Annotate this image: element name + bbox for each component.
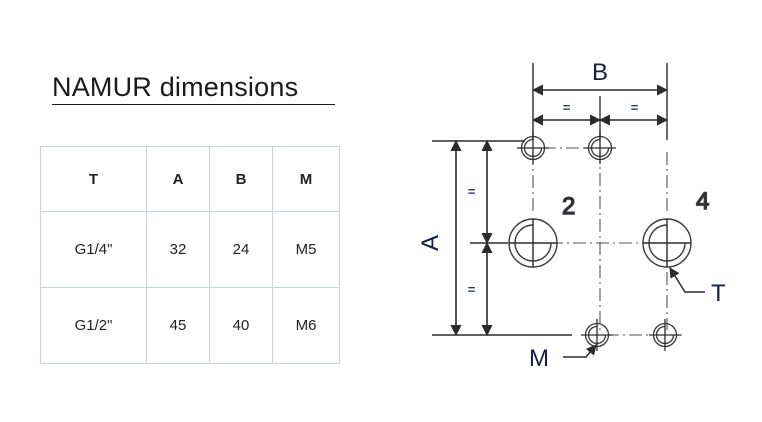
cell-dim-m: M6 bbox=[272, 287, 340, 364]
table-row: G1/2" 45 40 M6 bbox=[40, 287, 340, 364]
dimension-a-halves: = = bbox=[468, 139, 493, 337]
port-2-label: 2 bbox=[562, 193, 575, 220]
leader-line-t bbox=[669, 267, 705, 293]
port-thread-arc bbox=[514, 224, 552, 262]
equal-mark-side-lower: = bbox=[468, 282, 476, 297]
mounting-hole-bottom-left bbox=[581, 319, 613, 351]
dimension-b-label: B bbox=[592, 59, 608, 86]
leader-line-m bbox=[563, 344, 597, 358]
info-panel: NAMUR dimensions T A B M G1/4" 32 24 M5 … bbox=[40, 72, 340, 364]
working-port-2: 2 bbox=[508, 192, 576, 268]
column-header-m: M bbox=[272, 146, 340, 212]
mounting-hole-bottom-right bbox=[649, 319, 681, 351]
working-port-4: 4 bbox=[642, 187, 710, 268]
hole-thread-arc bbox=[590, 138, 610, 158]
column-header-b: B bbox=[209, 146, 273, 212]
mounting-hole-top-left bbox=[517, 132, 549, 164]
column-header-t: T bbox=[40, 146, 147, 212]
leader-thread-m: M bbox=[529, 344, 597, 372]
page-title: NAMUR dimensions bbox=[52, 72, 299, 102]
equal-mark-top-left: = bbox=[563, 100, 571, 115]
table-row: G1/4" 32 24 M5 bbox=[40, 211, 340, 288]
dimension-b: B bbox=[531, 59, 669, 96]
technical-drawing: B = = A = = bbox=[400, 0, 762, 422]
dimension-a: A bbox=[417, 139, 462, 337]
mounting-hole-top-right bbox=[584, 132, 616, 164]
hole-thread-arc bbox=[523, 138, 543, 158]
equal-mark-top-right: = bbox=[631, 100, 639, 115]
hole-thread-arc bbox=[655, 325, 675, 345]
table-header-row: T A B M bbox=[40, 146, 340, 212]
centre-lines bbox=[520, 147, 682, 336]
cell-dim-b: 40 bbox=[209, 287, 273, 364]
bottom-mounting-holes bbox=[581, 319, 681, 351]
hole-thread-arc bbox=[587, 325, 607, 345]
dimension-b-halves: = = bbox=[531, 100, 669, 126]
cell-thread-size: G1/4" bbox=[40, 211, 147, 288]
port-4-label: 4 bbox=[696, 188, 709, 215]
cell-dim-a: 32 bbox=[146, 211, 210, 288]
cell-thread-size: G1/2" bbox=[40, 287, 147, 364]
thread-t-label: T bbox=[711, 280, 726, 307]
cell-dim-a: 45 bbox=[146, 287, 210, 364]
namur-interface-drawing: B = = A = = bbox=[417, 59, 726, 372]
thread-m-label: M bbox=[529, 345, 549, 372]
column-header-a: A bbox=[146, 146, 210, 212]
top-mounting-holes bbox=[517, 132, 616, 164]
page-title-underline bbox=[52, 104, 335, 105]
dimensions-table: T A B M G1/4" 32 24 M5 G1/2" 45 40 M6 bbox=[40, 146, 340, 364]
cell-dim-m: M5 bbox=[272, 211, 340, 288]
port-thread-arc bbox=[648, 224, 686, 262]
equal-mark-side-upper: = bbox=[468, 184, 476, 199]
dimension-a-label: A bbox=[417, 235, 444, 251]
leader-thread-t: T bbox=[669, 267, 726, 307]
cell-dim-b: 24 bbox=[209, 211, 273, 288]
